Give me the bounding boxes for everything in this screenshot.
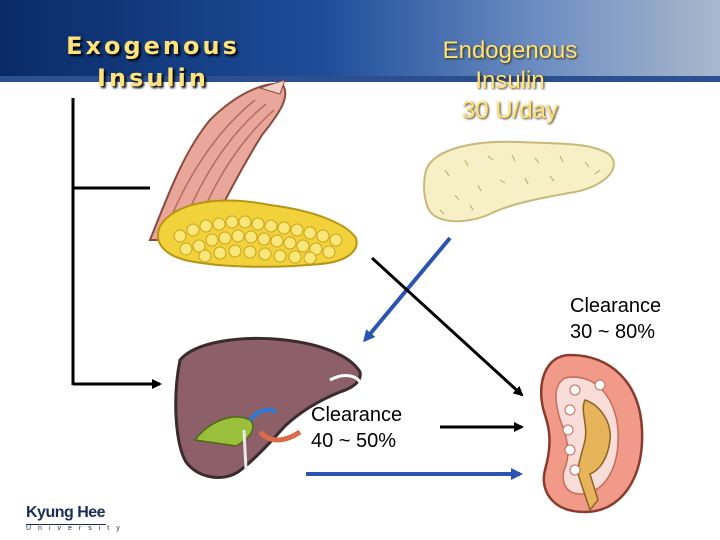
exogenous-line1: Exogenous [66,32,240,60]
header-banner [0,0,720,82]
liver-clearance-line1: Clearance [311,404,403,426]
header-banner-stripe [0,76,720,82]
kidney-clearance-label: Clearance 30 ~ 80% [570,293,661,345]
endogenous-line2: Insulin [475,67,545,94]
logo-sub: University [26,524,127,532]
kidney-clearance-line1: Clearance [570,295,662,317]
endogenous-line3: 30 U/day [461,97,559,124]
kidney-clearance-line2: 30 ~ 80% [570,321,656,343]
pancreas-illustration [423,140,615,223]
fat-tissue-illustration [157,199,358,268]
kidney-illustration [540,353,644,514]
liver-clearance-label: Clearance 40 ~ 50% [311,402,402,454]
liver-clearance-line2: 40 ~ 50% [311,430,397,452]
exogenous-distribution-arrows [71,98,162,389]
liver-illustration [174,336,362,479]
logo-name: Kyung Hee [26,504,106,521]
endogenous-insulin-title: Endogenous Insulin 30 U/day [400,36,620,126]
exogenous-insulin-title: Exogenous Insulin [58,30,248,94]
university-logo: Kyung Hee University [26,504,127,532]
kidney-arrows [370,256,524,432]
exogenous-line2: Insulin [97,64,209,92]
endogenous-line1: Endogenous [442,37,578,64]
